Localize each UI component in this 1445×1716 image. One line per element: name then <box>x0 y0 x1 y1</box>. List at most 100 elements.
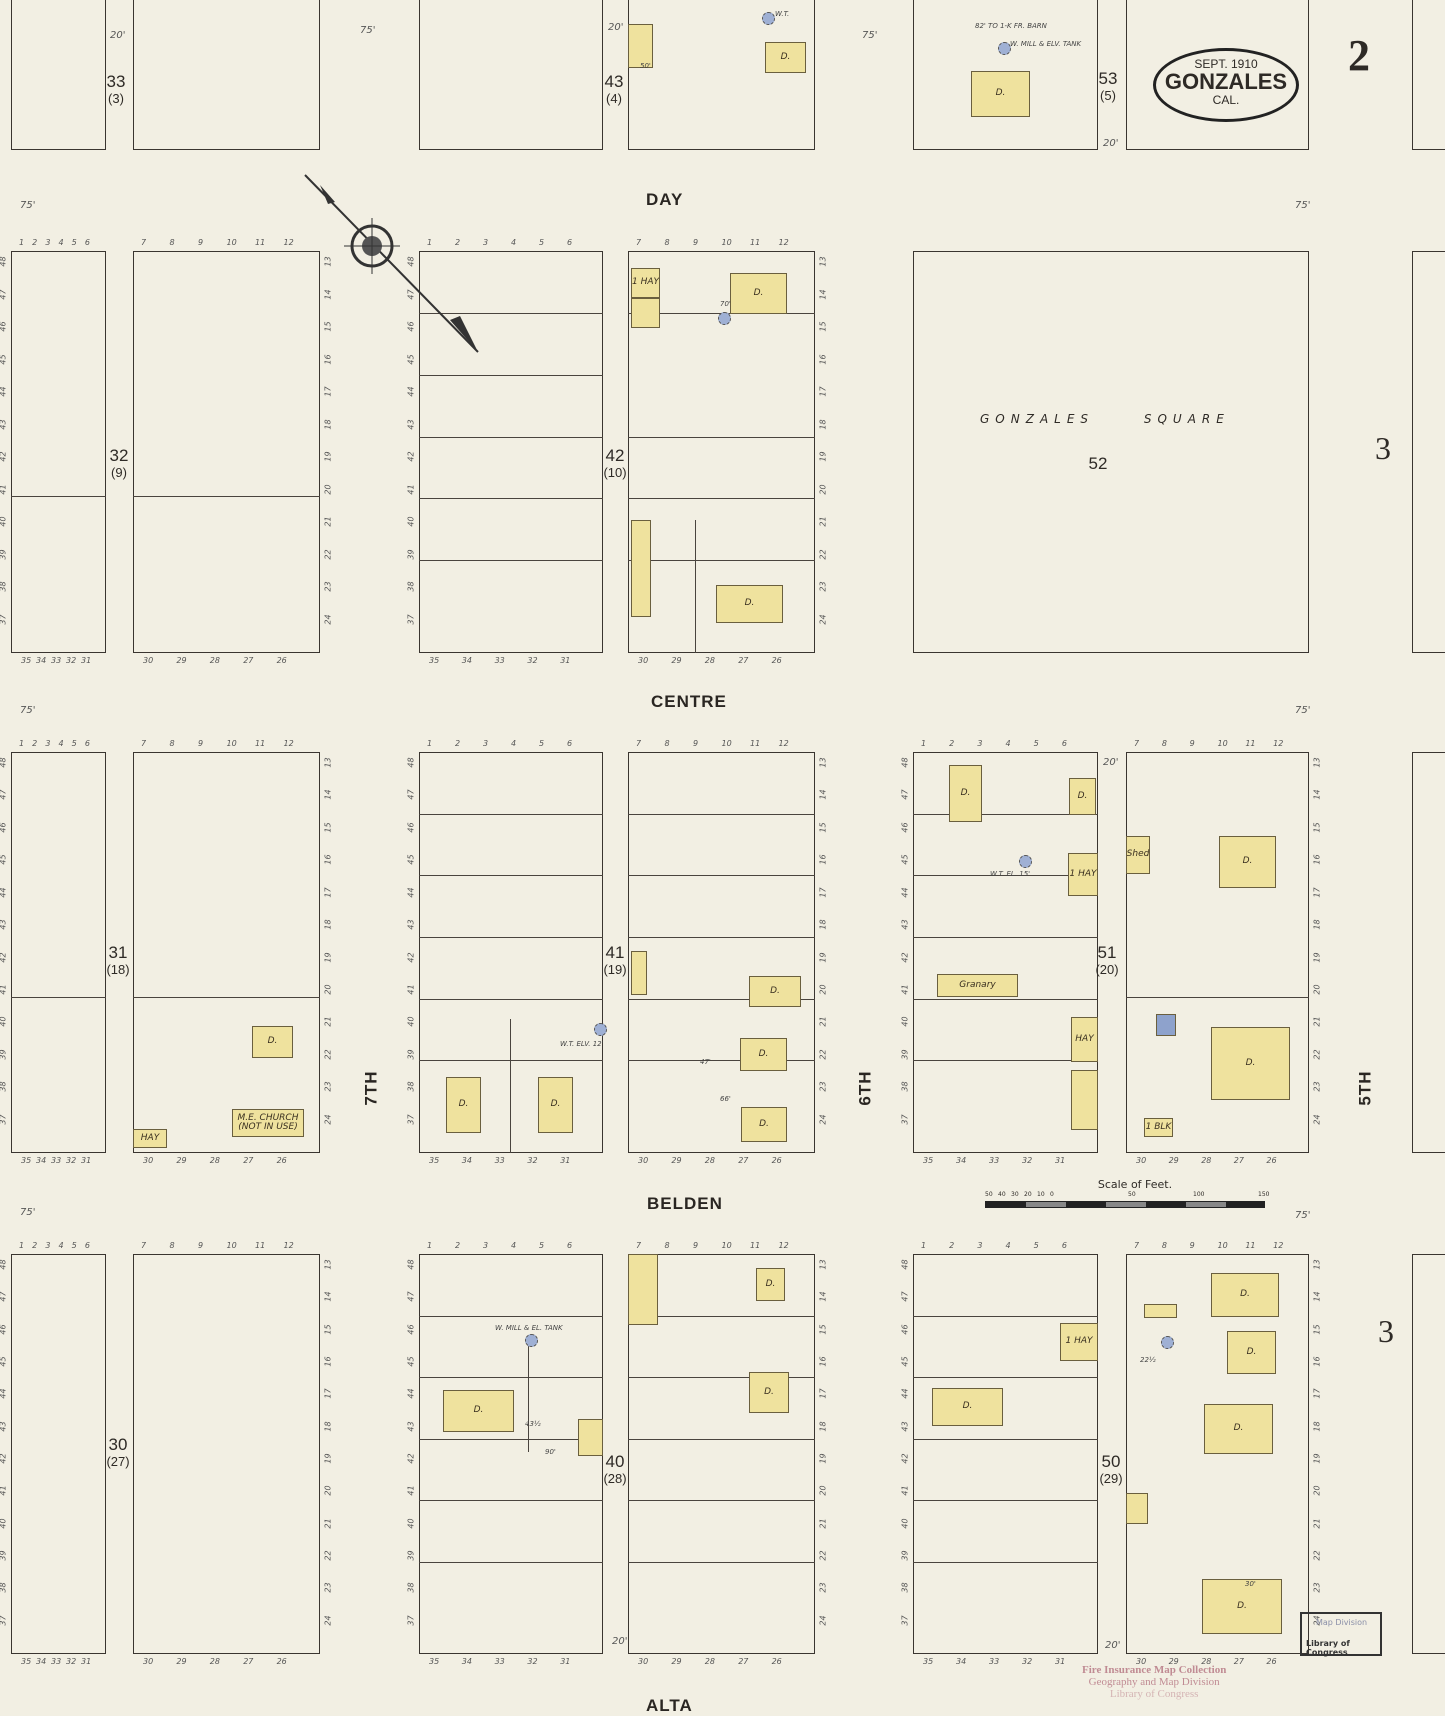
building: 1 HAY <box>631 268 660 298</box>
lot-number: 2 <box>949 1241 955 1250</box>
scale-tick: 30 <box>1011 1191 1019 1198</box>
lot-number: 42 <box>900 951 910 963</box>
lot-number: 10 <box>1217 1241 1228 1250</box>
lot-number: 20 <box>323 1485 333 1496</box>
lot-number: 17 <box>323 386 333 397</box>
lot-number: 37 <box>406 1615 416 1626</box>
lot-number: 39 <box>0 548 8 560</box>
lot-number: 33 <box>989 1156 1000 1165</box>
lot-number: 48 <box>0 1259 8 1270</box>
city-block <box>1412 752 1445 1153</box>
lot-line <box>913 875 1098 877</box>
lot-number: 32 <box>527 656 538 665</box>
lot-number: 43 <box>0 919 8 930</box>
lot-number: 35 <box>21 1156 32 1165</box>
lot-line <box>1126 996 1309 998</box>
lot-number: 46 <box>0 321 8 332</box>
lot-number: 11 <box>1245 1241 1256 1250</box>
lot-number: 45 <box>900 1356 910 1367</box>
lot-number: 8 <box>664 1241 670 1250</box>
block-number-main: 51 <box>1097 943 1117 962</box>
lot-number: 40 <box>900 1518 910 1529</box>
lot-number: 3 <box>45 739 51 748</box>
lot-number: 5 <box>1033 1241 1039 1250</box>
lot-number: 13 <box>1312 757 1322 768</box>
lot-number: 37 <box>406 1113 416 1125</box>
lot-number: 28 <box>704 1156 715 1165</box>
building: 1 BLK <box>1144 1118 1173 1137</box>
lot-number: 3 <box>483 739 489 748</box>
map-annotation: 22½ <box>1140 1356 1156 1364</box>
city-block <box>628 251 815 653</box>
adjoining-sheet-ref[interactable]: 3 <box>1375 430 1391 466</box>
building: D. <box>971 71 1030 117</box>
lot-number: 26 <box>771 1657 782 1666</box>
lot-number: 8 <box>1161 1241 1167 1250</box>
lot-number: 32 <box>1022 1156 1033 1165</box>
lot-number: 2 <box>32 238 38 247</box>
lot-number: 38 <box>900 1081 910 1092</box>
lot-number: 9 <box>693 739 699 748</box>
collection-stamp: Fire Insurance Map Collection Geography … <box>1082 1664 1226 1700</box>
lot-number: 5 <box>71 238 77 247</box>
building: 1 HAY <box>1060 1323 1098 1361</box>
lot-number: 23 <box>323 581 333 592</box>
lot-number: 9 <box>198 238 204 247</box>
lot-number: 13 <box>1312 1259 1322 1270</box>
lot-number: 23 <box>818 1081 828 1092</box>
lot-number: 46 <box>900 822 910 833</box>
building: D. <box>1219 836 1276 888</box>
street-width: 75' <box>862 30 878 41</box>
lot-number: 1 <box>19 1241 25 1250</box>
lot-number: 21 <box>323 1518 333 1529</box>
lot-number: 40 <box>406 1518 416 1529</box>
lot-number: 6 <box>567 739 573 748</box>
lot-number: 40 <box>900 1016 910 1027</box>
lot-number: 45 <box>406 1356 416 1367</box>
lot-line <box>419 937 603 939</box>
lot-number: 15 <box>1312 1324 1322 1335</box>
block-number-main: 41 <box>605 943 625 962</box>
lot-number: 41 <box>406 984 416 995</box>
lot-number: 43 <box>0 418 8 430</box>
lot-number: 1 <box>19 739 25 748</box>
lot-number: 27 <box>243 1156 254 1165</box>
lot-number: 12 <box>283 739 294 748</box>
lot-number: 2 <box>455 739 461 748</box>
building <box>628 24 653 68</box>
block-number-sub: (5) <box>1100 87 1116 103</box>
lot-number: 30 <box>143 1657 154 1666</box>
alley-width: 20' <box>1105 1640 1121 1651</box>
lot-number: 16 <box>1312 854 1322 865</box>
street-7th: 7TH <box>361 1070 381 1106</box>
building: D. <box>1069 778 1096 815</box>
city-block <box>1412 0 1445 150</box>
lot-number: 20 <box>818 984 828 995</box>
building: D. <box>446 1077 481 1133</box>
map-annotation: 43½ <box>525 1420 541 1428</box>
street-alta: ALTA <box>646 1696 693 1715</box>
building: D. <box>443 1390 514 1432</box>
lot-number: 14 <box>1312 1291 1322 1302</box>
lot-number: 48 <box>900 1259 910 1270</box>
adjoining-sheet-ref[interactable]: 3 <box>1378 1313 1394 1349</box>
lot-number: 43 <box>406 919 416 930</box>
lot-number: 1 <box>427 1241 433 1250</box>
lot-number: 35 <box>923 1657 934 1666</box>
lot-number: 26 <box>771 656 782 665</box>
scale-label: Scale of Feet. <box>1097 1178 1173 1191</box>
lot-number: 42 <box>406 951 416 963</box>
lot-line <box>913 937 1098 939</box>
lot-line <box>628 1060 815 1062</box>
block-number-sub: (10) <box>603 464 627 480</box>
lot-number: 44 <box>0 1388 8 1399</box>
lot-number: 43 <box>900 1421 910 1432</box>
lot-number: 32 <box>66 1657 77 1666</box>
lot-number: 17 <box>818 386 828 397</box>
lot-number: 32 <box>66 656 77 665</box>
city-block <box>913 1254 1098 1654</box>
building: HAY <box>133 1129 167 1148</box>
lot-number: 9 <box>693 238 699 247</box>
city-block <box>419 752 603 1153</box>
lot-number: 31 <box>1055 1156 1066 1165</box>
